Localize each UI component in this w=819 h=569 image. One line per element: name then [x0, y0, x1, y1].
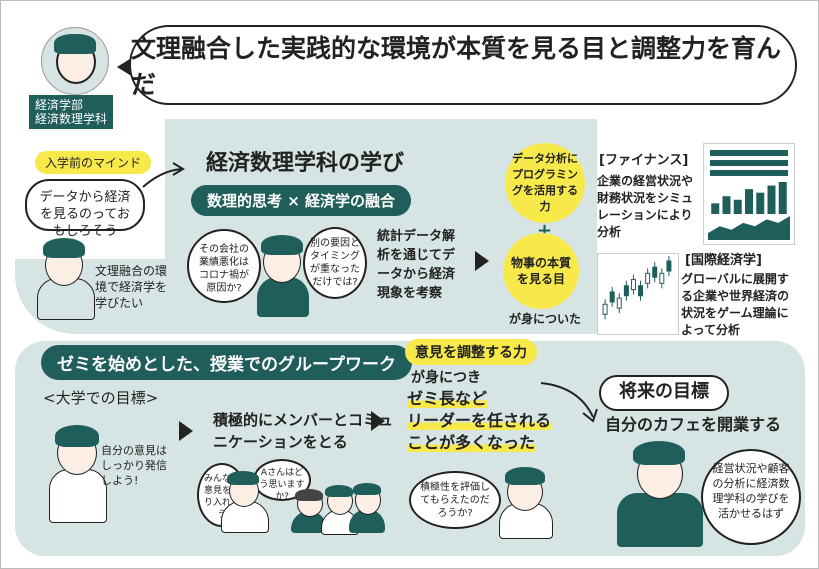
speech-ask-opinion: Aさんはどう思いますか?	[253, 459, 311, 502]
candle-body	[652, 266, 658, 278]
seminar-heading: ゼミを始めとした、授業でのグループワーク	[41, 345, 412, 380]
student-question-1: その会社の業績悪化はコロナ禍が原因か?	[187, 229, 261, 303]
candle-body	[630, 279, 636, 291]
candlestick-chart	[602, 256, 672, 320]
study-heading: 経済数理学科の学び	[206, 151, 405, 176]
future-goal: 自分のカフェを開業する	[605, 415, 782, 434]
analysis-text: 統計データ解析を通じてデータから経済現象を考察	[377, 229, 456, 301]
mindset-thought: 文理融合の環境で経済学を学びたい	[95, 264, 168, 310]
group-member-2	[289, 489, 329, 533]
adjust-line3-text: リーダーを任される	[407, 411, 552, 430]
candle-body	[602, 303, 608, 315]
student-figure-2	[253, 233, 313, 318]
arrow-right-icon-2	[179, 421, 193, 441]
finance-chart	[703, 143, 795, 245]
adjust-line3: リーダーを任される	[407, 411, 552, 430]
intl-text: グローバルに展開する企業や世界経済の状況をゲーム理論によって分析	[681, 272, 790, 337]
student-figure-3	[43, 421, 113, 523]
arrow-right-icon	[475, 251, 489, 271]
study-subheading: 数理的思考 × 経済学の融合	[191, 185, 412, 216]
bar	[722, 196, 731, 214]
arrow-icon	[142, 162, 185, 188]
mindset-label: 入学前のマインド	[35, 151, 152, 174]
intl-label: [国際経済学]	[685, 253, 762, 268]
candle-body	[623, 285, 629, 297]
candle-body	[645, 272, 651, 284]
candle-body	[659, 272, 665, 284]
adjust-thought: 積極性を評価してもらえたのだろうか?	[409, 471, 501, 529]
bar	[711, 203, 720, 214]
arrow-right-icon-3	[371, 411, 385, 431]
bar-chart	[711, 182, 787, 214]
candlestick-chart-box	[597, 253, 679, 335]
goal-label: <大学での目標>	[43, 389, 159, 407]
bar	[756, 192, 765, 214]
goal-thought: 自分の意見はしっかり発信しよう!	[101, 444, 167, 487]
acquired-text: が身についた	[509, 312, 582, 326]
skill-data-analysis: データ分析にプログラミングを活用する力	[505, 143, 585, 223]
bar	[745, 189, 753, 214]
finance-text: 企業の経営状況や財務状況をシミュレーションにより分析	[597, 174, 694, 239]
student-figure-1	[31, 236, 101, 321]
bar	[778, 182, 787, 214]
department-line2: 経済数理学科	[35, 112, 108, 126]
candle-body	[638, 285, 644, 297]
adjust-line2-text: ゼミ長など	[407, 389, 488, 408]
adjust-line2: ゼミ長など	[407, 389, 488, 408]
area-series	[708, 216, 790, 240]
candle-body	[666, 260, 672, 272]
adjust-label: 意見を調整する力	[405, 339, 537, 365]
page-title: 文理融合した実践的な環境が本質を見る目と調整力を育んだ	[129, 25, 797, 105]
finance-label: [ファイナンス]	[599, 153, 689, 168]
avatar	[41, 27, 109, 95]
department-tag: 経済学部 経済数理学科	[29, 95, 114, 129]
line-chart	[708, 216, 790, 240]
barista-figure	[611, 437, 711, 547]
candle-body	[609, 291, 615, 303]
candle-body	[616, 297, 622, 309]
bar	[767, 185, 776, 214]
adjust-line1: が身につき	[411, 370, 481, 386]
adjust-line4-text: ことが多くなった	[407, 433, 536, 452]
action-text: 積極的にメンバーとコミュニケーションをとる	[213, 411, 394, 451]
group-member-1	[219, 471, 269, 533]
group-member-4	[347, 483, 387, 533]
future-thought: 経営状況や顧客の分析に経済数理学科の学びを活かせるはず	[701, 449, 801, 545]
future-label: 将来の目標	[599, 375, 729, 411]
adjust-line4: ことが多くなった	[407, 433, 536, 452]
student-question-2: 別の要因とタイミングが重なっただけでは?	[303, 227, 367, 299]
department-line1: 経済学部	[35, 98, 84, 112]
skill-see-essence: 物事の本質を見る目	[503, 233, 579, 309]
bar	[733, 199, 742, 214]
student-figure-4	[495, 467, 555, 539]
mindset-bubble: データから経済を見るのっておもしろそう	[25, 179, 145, 239]
curved-arrow-icon	[540, 382, 598, 423]
